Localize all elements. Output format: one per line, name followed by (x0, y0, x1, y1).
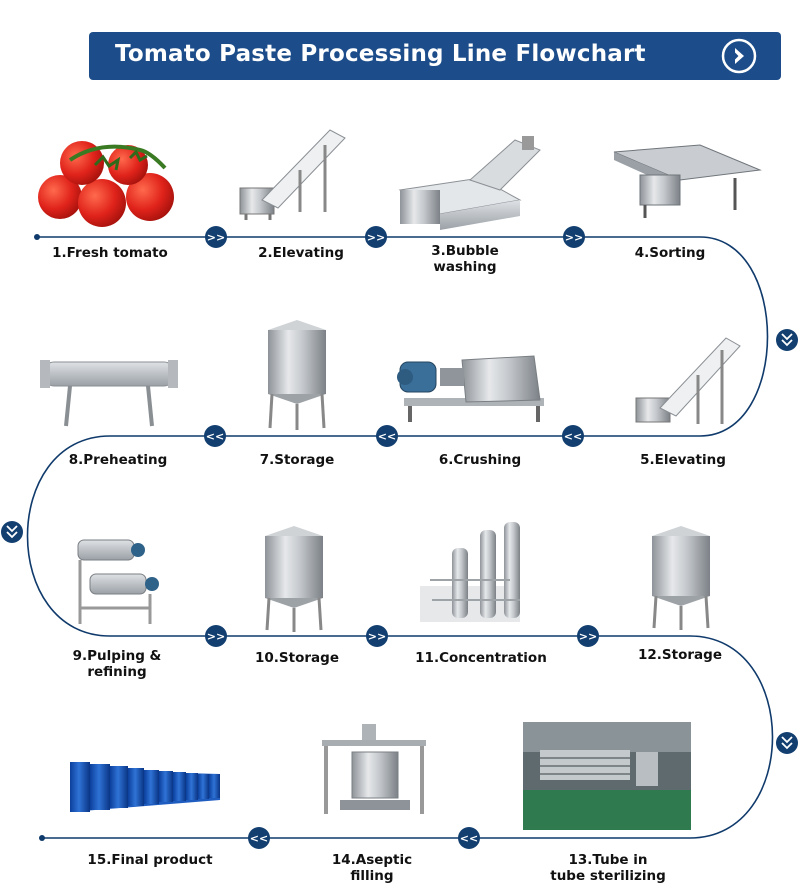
crusher-icon (397, 355, 544, 422)
elevator-conveyor-icon (635, 337, 741, 424)
pulper-icon (77, 539, 159, 624)
storage-tank-icon (268, 320, 326, 430)
arrow-right-icon: >> (365, 226, 387, 248)
svg-text:>>: >> (579, 630, 597, 643)
page-title: Tomato Paste Processing Line Flowchart (115, 41, 646, 67)
title-banner: Tomato Paste Processing Line Flowchart (89, 32, 781, 80)
preheater-icon (40, 360, 178, 427)
step-label: 12.Storage (638, 647, 722, 663)
storage-tank-icon (265, 526, 323, 632)
step-label: 9.Pulping & refining (72, 648, 162, 680)
arrow-left-icon: << (248, 827, 270, 849)
svg-text:<<: << (250, 832, 268, 845)
step-label: 13.Tube in tube sterilizing (550, 852, 666, 884)
step-label: 5.Elevating (640, 452, 726, 468)
step-label: 8.Preheating (68, 452, 168, 468)
step-label: 10.Storage (255, 650, 339, 666)
arrow-down-icon (1, 521, 23, 543)
arrow-right-icon: >> (577, 625, 599, 647)
flow-line (26, 236, 774, 839)
arrow-right-circle-icon[interactable] (721, 38, 757, 74)
arrow-left-icon: << (376, 425, 398, 447)
arrow-left-icon: << (204, 425, 226, 447)
step-label: 15.Final product (87, 852, 213, 868)
svg-text:>>: >> (207, 630, 225, 643)
tube-sterilizer-icon (523, 722, 691, 830)
step-label: 14.Aseptic filling (331, 852, 413, 884)
svg-text:>>: >> (207, 231, 225, 244)
svg-text:<<: << (564, 430, 582, 443)
step-label: 2.Elevating (258, 245, 344, 261)
bubble-washer-icon (398, 136, 541, 230)
arrow-left-icon: << (458, 827, 480, 849)
flow-start-dot (34, 234, 40, 240)
drums-icon (70, 762, 220, 812)
step-label: 1.Fresh tomato (52, 245, 168, 261)
svg-text:<<: << (460, 832, 478, 845)
arrow-left-icon: << (562, 425, 584, 447)
svg-text:>>: >> (565, 231, 583, 244)
storage-tank-icon (652, 526, 710, 630)
sorting-machine-icon (613, 144, 762, 218)
arrow-right-icon: >> (563, 226, 585, 248)
arrow-down-icon (776, 329, 798, 351)
flow-end-dot (39, 835, 45, 841)
evaporator-icon (420, 522, 520, 622)
step-label: 6.Crushing (438, 452, 522, 468)
arrow-right-icon: >> (366, 625, 388, 647)
aseptic-filler-icon (322, 724, 426, 814)
svg-text:>>: >> (367, 231, 385, 244)
step-label: 3.Bubble washing (431, 243, 499, 275)
arrow-right-icon: >> (205, 625, 227, 647)
svg-text:>>: >> (368, 630, 386, 643)
arrow-right-icon: >> (205, 226, 227, 248)
arrow-down-icon (776, 732, 798, 754)
step-label: 4.Sorting (634, 245, 706, 261)
step-label: 11.Concentration (415, 650, 547, 666)
step-label: 7.Storage (259, 452, 335, 468)
elevator-conveyor-icon (239, 129, 346, 220)
svg-text:<<: << (206, 430, 224, 443)
tomato-icon (38, 141, 174, 227)
svg-text:<<: << (378, 430, 396, 443)
